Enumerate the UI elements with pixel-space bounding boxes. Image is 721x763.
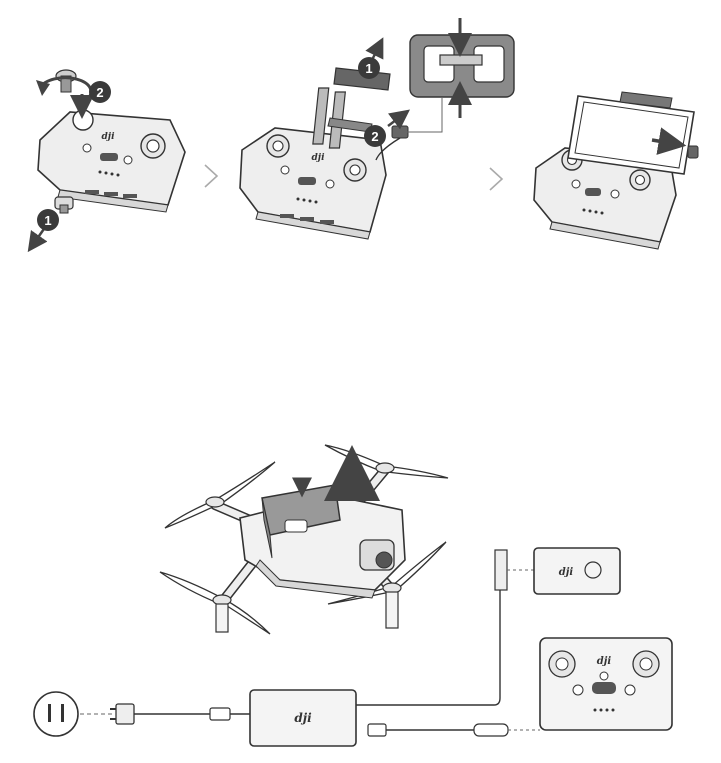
controller-vents (280, 214, 334, 224)
battery-leds (98, 170, 120, 177)
control-stick-lower (54, 196, 74, 214)
battery-pack: dji (533, 547, 621, 595)
svg-text:dji: dji (559, 567, 574, 578)
stick-well-left (72, 109, 94, 131)
cable-slot-inset (405, 18, 515, 133)
ac-plug (110, 703, 135, 725)
step-marker-a: 2 (89, 81, 111, 103)
intelligent-flight-battery (261, 484, 341, 559)
step-marker-b: 1 (37, 209, 59, 231)
chevron-right-icon (204, 164, 219, 188)
drone-figure (159, 444, 449, 635)
step3-controller-figure (533, 91, 699, 250)
wall-outlet-icon (33, 691, 79, 737)
svg-text:dji: dji (597, 656, 612, 667)
arrow-right-icon (651, 127, 687, 155)
svg-text:2: 2 (96, 85, 103, 100)
step-marker-a: 1 (358, 57, 380, 79)
usb-cable (367, 723, 540, 737)
charging-setup: dji dji dji (33, 547, 673, 747)
gimbal-camera (359, 539, 395, 571)
step2-controller-figure: dji 1 2 (239, 18, 515, 240)
remote-controller-bottom: dji (539, 637, 673, 731)
arrow-up-icon (365, 37, 384, 61)
svg-text:1: 1 (44, 213, 51, 228)
charger-brick: dji (249, 689, 357, 747)
charger-logo: dji (294, 711, 312, 725)
control-stick-removed (55, 69, 77, 93)
controller-vents (85, 190, 137, 198)
step1-controller-figure: dji 2 1 (27, 69, 186, 253)
controller-logo: dji (102, 132, 116, 142)
svg-text:2: 2 (371, 129, 378, 144)
chevron-right-icon (489, 167, 504, 191)
arrow-up-right-icon (387, 109, 410, 130)
svg-text:dji: dji (312, 153, 326, 163)
svg-text:1: 1 (365, 61, 372, 76)
step-marker-b: 2 (364, 125, 386, 147)
